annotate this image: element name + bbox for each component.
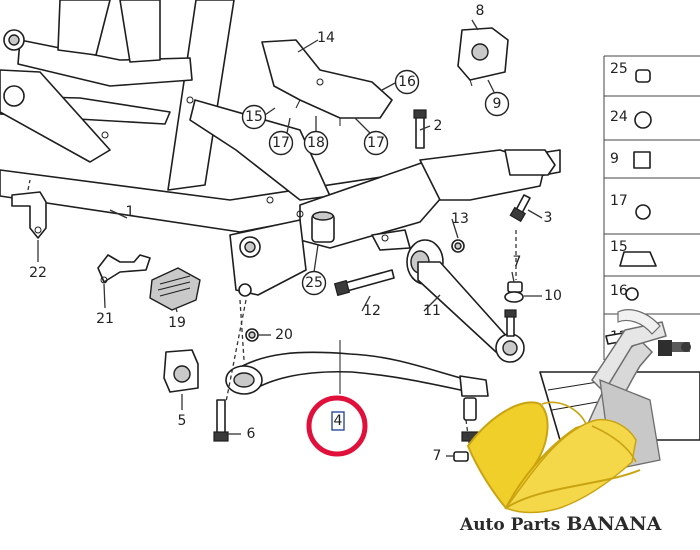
callout-circle xyxy=(301,270,327,296)
callout-number: 11 xyxy=(423,303,441,319)
callout-number: 8 xyxy=(476,3,485,19)
callout-number: 20 xyxy=(275,327,293,343)
callout-number: 2 xyxy=(434,118,443,134)
callout-c7a: 7 xyxy=(513,254,522,270)
callout-number: 14 xyxy=(317,30,335,46)
wishbone-4 xyxy=(225,340,489,442)
sidebar-label: 25 xyxy=(610,61,628,77)
callout-c22: 22 xyxy=(29,265,47,281)
callout-number: 25 xyxy=(305,275,323,291)
subframe-illustration xyxy=(0,0,561,297)
callout-number: 5 xyxy=(178,413,187,429)
callout-number: 7 xyxy=(513,254,522,270)
callout-c5: 5 xyxy=(178,413,187,429)
callout-c3: 3 xyxy=(544,210,553,226)
callout-number: 19 xyxy=(168,315,186,331)
heat-shield-14 xyxy=(261,39,393,126)
callout-number: 18 xyxy=(307,135,325,151)
callout-c25: 25 xyxy=(301,270,327,296)
callout-c1: 1 xyxy=(126,204,135,220)
callout-number: 12 xyxy=(363,303,381,319)
callout-c10: 10 xyxy=(544,288,562,304)
callout-circle xyxy=(241,104,267,130)
sidebar-label: 17 xyxy=(610,193,628,209)
callout-circle xyxy=(303,130,329,156)
callout-c18: 18 xyxy=(303,130,329,156)
callout-number: 6 xyxy=(247,426,256,442)
callout-circle xyxy=(363,130,389,156)
callout-number: 22 xyxy=(29,265,47,281)
callout-number: 16 xyxy=(398,74,416,90)
callout-c19: 19 xyxy=(168,315,186,331)
callout-c15: 15 xyxy=(241,104,267,130)
highlight-circle xyxy=(306,395,368,457)
callout-c8: 8 xyxy=(476,3,485,19)
callout-c13: 13 xyxy=(451,211,469,227)
callout-number: 13 xyxy=(451,211,469,227)
callout-c9: 9 xyxy=(484,91,510,117)
callout-c17b: 17 xyxy=(363,130,389,156)
callout-c20: 20 xyxy=(275,327,293,343)
callout-c12: 12 xyxy=(363,303,381,319)
callout-number: 1 xyxy=(126,204,135,220)
callout-circle xyxy=(484,91,510,117)
callout-number: 17 xyxy=(367,135,385,151)
callout-number: 10 xyxy=(544,288,562,304)
callout-c21: 21 xyxy=(96,311,114,327)
sidebar-label: 24 xyxy=(610,109,628,125)
callout-c17a: 17 xyxy=(268,130,294,156)
leader-lines xyxy=(27,19,543,457)
callout-number: 21 xyxy=(96,311,114,327)
callout-c2: 2 xyxy=(434,118,443,134)
callout-c4: 4 xyxy=(334,413,343,429)
callout-c14: 14 xyxy=(317,30,335,46)
callout-circle xyxy=(268,130,294,156)
callout-number: 4 xyxy=(334,413,343,429)
callout-number: 17 xyxy=(272,135,290,151)
bolts xyxy=(11,109,531,462)
callout-number: 3 xyxy=(544,210,553,226)
callout-circle xyxy=(394,69,420,95)
callout-number: 9 xyxy=(493,96,502,112)
callout-c11: 11 xyxy=(423,303,441,319)
callout-number: 15 xyxy=(245,109,263,125)
sidebar-label: 9 xyxy=(610,151,619,167)
callout-c6: 6 xyxy=(247,426,256,442)
control-arm-11 xyxy=(417,261,525,363)
sidebar-label: 15 xyxy=(610,239,628,255)
bracket-8 xyxy=(457,27,509,87)
callout-c16: 16 xyxy=(394,69,420,95)
sidebar-label: 16 xyxy=(610,283,628,299)
callout-c7b: 7 xyxy=(433,448,442,464)
callout-number: 7 xyxy=(433,448,442,464)
